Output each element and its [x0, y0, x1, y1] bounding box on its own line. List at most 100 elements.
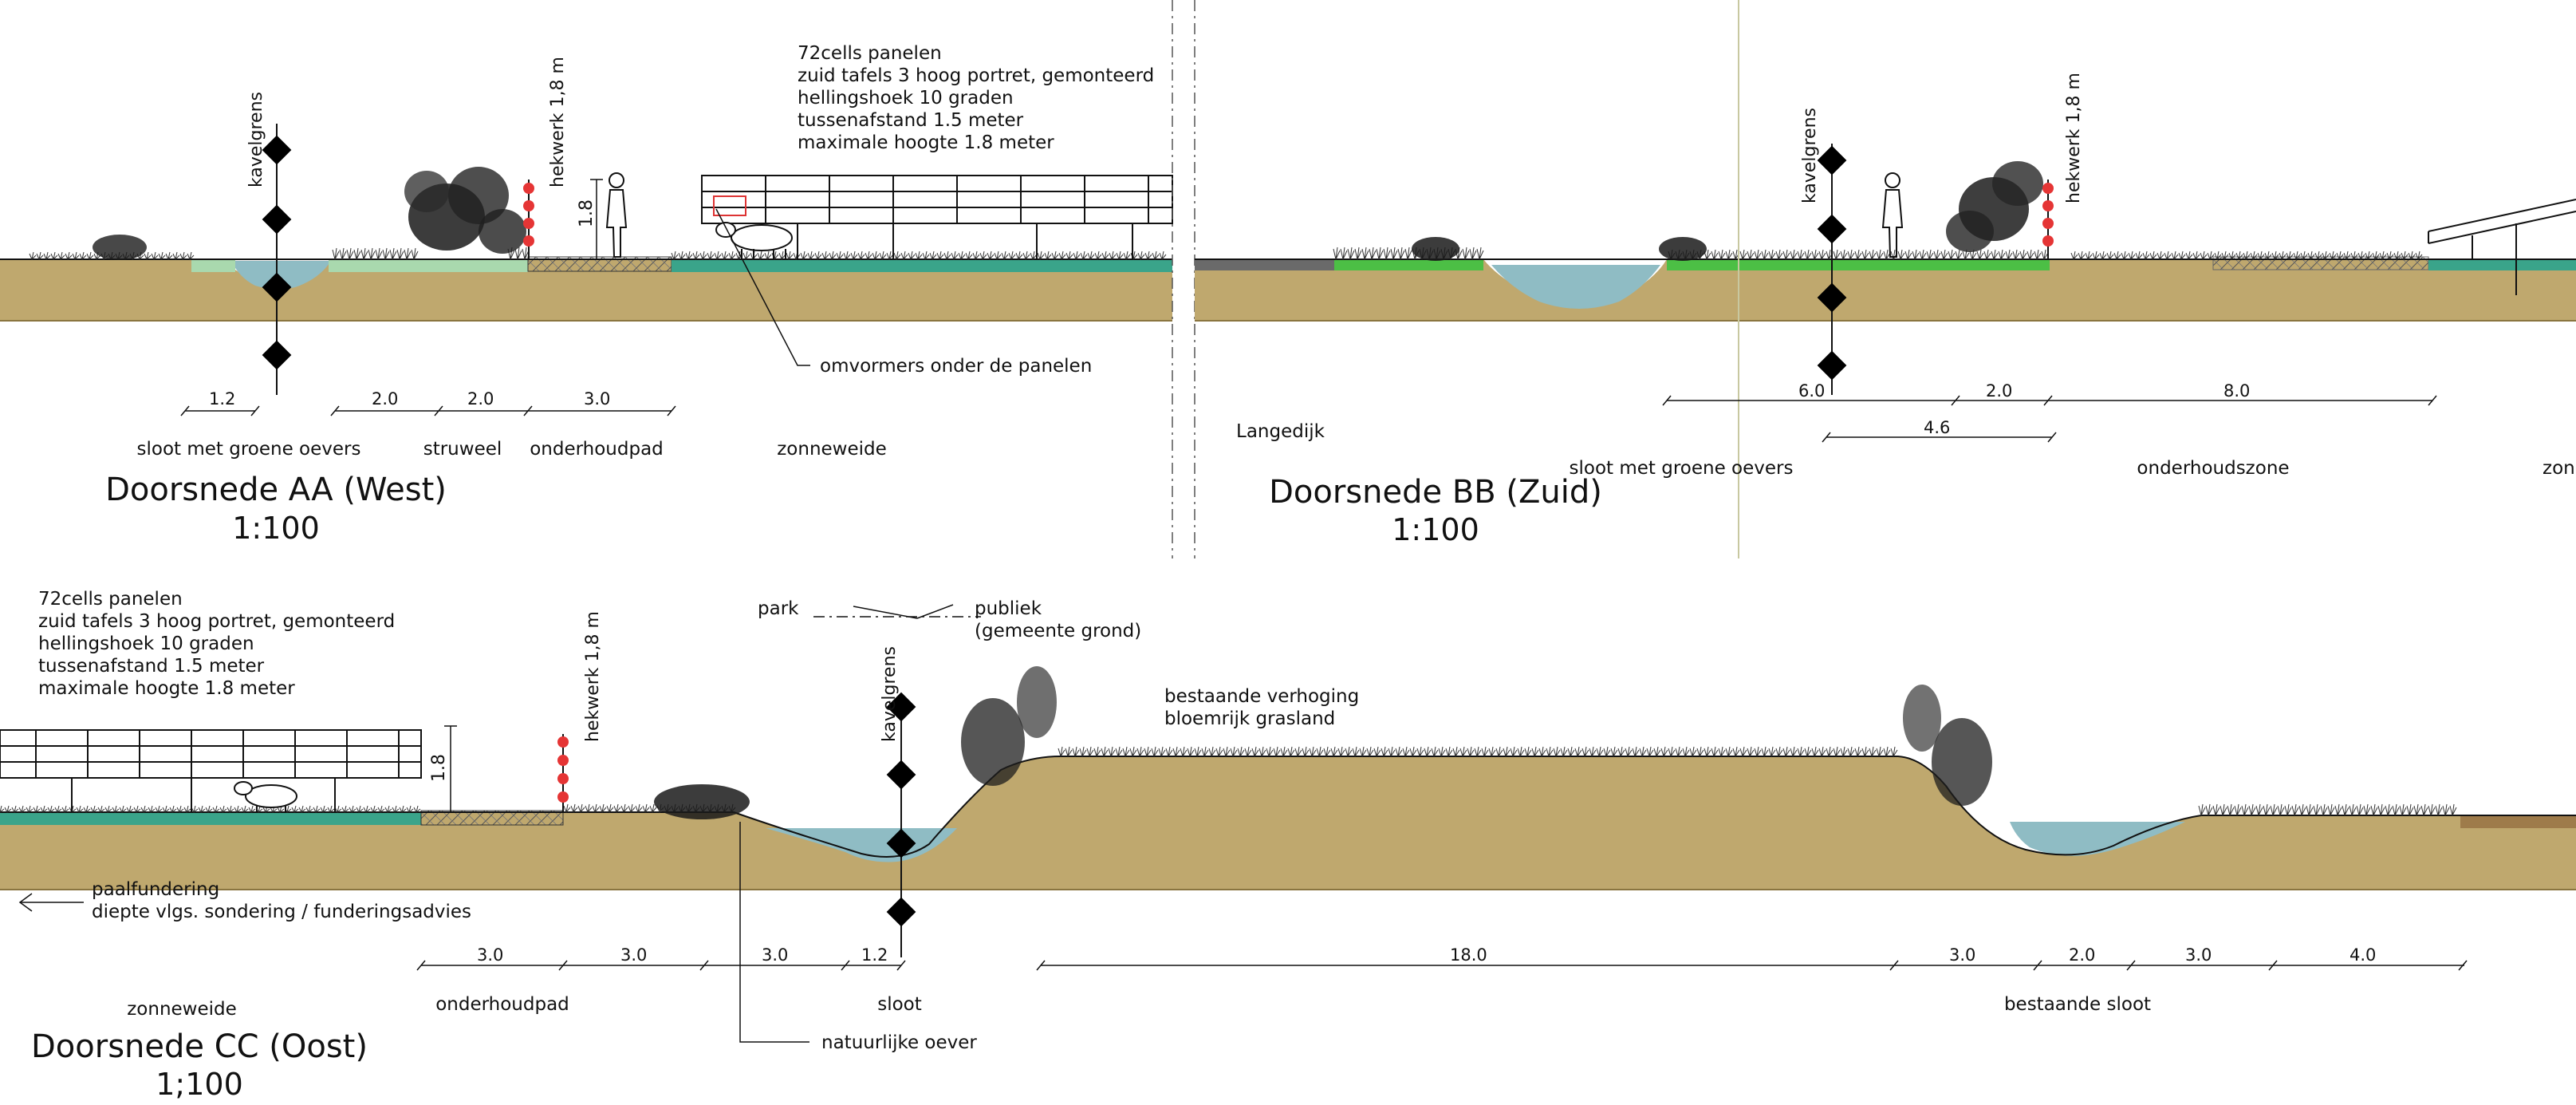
grass-tuft	[356, 805, 364, 813]
grass-tuft	[764, 251, 772, 260]
grass-tuft	[865, 251, 872, 260]
bb-kavelgrens-marker	[1817, 144, 1847, 395]
grass-tuft	[248, 805, 256, 813]
grass-tuft	[1890, 746, 1898, 757]
grass-tuft	[65, 251, 73, 260]
grass-tuft	[1244, 746, 1252, 757]
grass-tuft	[1998, 249, 2006, 260]
aa-zone-path: onderhoudpad	[530, 439, 664, 460]
aa-hekwerk-label: hekwerk 1,8 m	[548, 57, 568, 187]
grass-tuft	[119, 805, 127, 813]
grass-tuft	[2363, 803, 2371, 816]
grass-tuft	[2379, 251, 2387, 260]
grass-tuft	[836, 251, 844, 260]
bb-dim-4: 4.6	[1924, 418, 1950, 437]
grass-tuft	[205, 805, 213, 813]
grass-tuft	[1517, 746, 1525, 757]
grass-tuft	[133, 805, 141, 813]
grass-tuft	[1144, 251, 1152, 260]
grass-tuft	[2106, 251, 2114, 260]
grass-tuft	[1940, 249, 1948, 260]
grass-tuft	[1632, 746, 1640, 757]
grass-tuft	[1115, 746, 1123, 757]
grass-tuft	[1230, 746, 1238, 757]
grass-tuft	[1797, 249, 1805, 260]
grass-tuft	[2420, 803, 2428, 816]
grass-tuft	[1194, 746, 1202, 757]
grass-tuft	[1847, 746, 1855, 757]
grass-tuft	[1933, 249, 1941, 260]
grass-tuft	[1376, 247, 1384, 260]
grass-tuft	[613, 803, 621, 813]
grass-tuft	[126, 805, 134, 813]
grass-tuft	[2200, 251, 2208, 260]
grass-tuft	[1976, 249, 1984, 260]
grass-tuft	[886, 251, 894, 260]
grass-tuft	[1087, 251, 1095, 260]
grass-tuft	[392, 805, 400, 813]
aa-fence	[523, 180, 534, 259]
aa-fence-height-dim	[590, 179, 603, 260]
grass-tuft	[1826, 746, 1834, 757]
grass-tuft	[1251, 746, 1259, 757]
grass-tuft	[2291, 803, 2299, 816]
grass-tuft	[90, 805, 98, 813]
grass-tuft	[1001, 251, 1009, 260]
grass-tuft	[943, 251, 951, 260]
grass-tuft	[514, 247, 522, 260]
grass-tuft	[1603, 746, 1611, 757]
grass-tuft	[112, 805, 120, 813]
cc-zone-path: onderhoudpad	[435, 994, 569, 1015]
grass-tuft	[172, 251, 180, 260]
grass-tuft	[1158, 746, 1166, 757]
aa-green-bank-right	[329, 259, 528, 272]
grass-tuft	[671, 251, 679, 260]
grass-tuft	[191, 805, 199, 813]
grass-tuft	[1876, 746, 1884, 757]
grass-tuft	[72, 251, 80, 260]
aa-solar-panel-rack	[701, 175, 1173, 259]
bb-fence	[2042, 180, 2054, 259]
grass-tuft	[1617, 746, 1625, 757]
grass-tuft	[1704, 746, 1711, 757]
grass-tuft	[606, 803, 614, 813]
bb-hekwerk-label: hekwerk 1,8 m	[2064, 73, 2084, 203]
grass-tuft	[2349, 803, 2357, 816]
grass-tuft	[2142, 251, 2150, 260]
grass-tuft	[1761, 746, 1769, 757]
grass-tuft	[334, 805, 342, 813]
grass-tuft	[1761, 249, 1769, 260]
bb-solar-panel-edge	[2428, 199, 2576, 295]
grass-tuft	[1280, 746, 1288, 757]
cc-dim-9: 4.0	[2350, 945, 2376, 965]
grass-tuft	[1474, 746, 1482, 757]
cc-dim-3: 3.0	[762, 945, 788, 965]
grass-tuft	[158, 251, 166, 260]
grass-tuft	[893, 251, 901, 260]
grass-tuft	[786, 251, 794, 260]
grass-tuft	[1151, 746, 1159, 757]
grass-tuft	[1625, 746, 1633, 757]
grass-tuft	[2085, 251, 2093, 260]
grass-tuft	[1065, 746, 1073, 757]
grass-tuft	[850, 251, 858, 260]
grass-tuft	[1531, 746, 1539, 757]
grass-tuft	[2293, 251, 2301, 260]
grass-tuft	[2255, 803, 2263, 816]
grass-tuft	[1790, 746, 1798, 757]
bb-zone-ditch: sloot met groene oevers	[1570, 458, 1794, 479]
grass-tuft	[1395, 746, 1403, 757]
grass-tuft	[1818, 746, 1826, 757]
grass-tuft	[1476, 247, 1484, 260]
bb-ditch-water	[1491, 265, 1660, 309]
grass-tuft	[635, 803, 643, 813]
grass-tuft	[1581, 746, 1589, 757]
aa-zone-ditch: sloot met groene oevers	[137, 439, 361, 460]
grass-tuft	[4, 805, 12, 813]
grass-tuft	[0, 805, 5, 813]
grass-tuft	[2271, 251, 2279, 260]
grass-tuft	[198, 805, 206, 813]
grass-tuft	[1567, 746, 1575, 757]
grass-tuft	[2370, 803, 2378, 816]
